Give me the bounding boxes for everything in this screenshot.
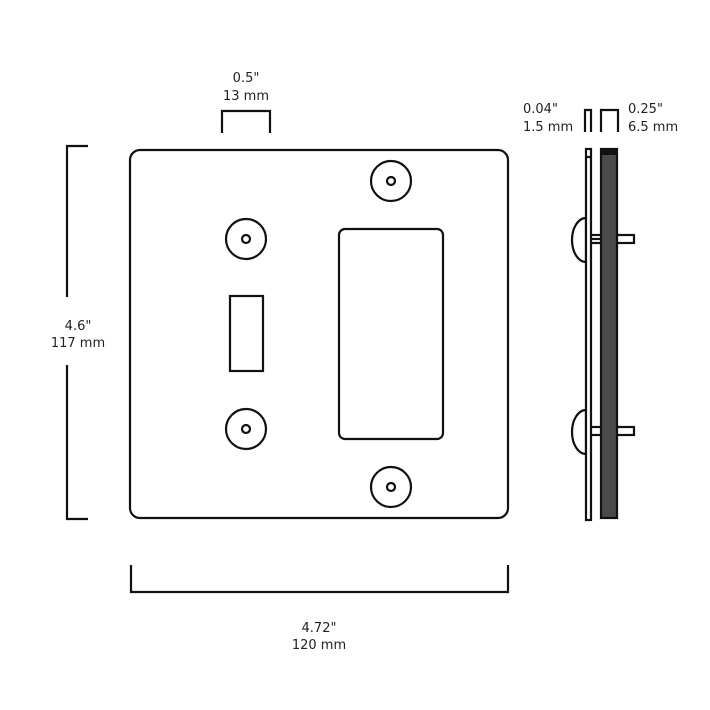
wall-plate [128, 148, 510, 520]
toggle-width-metric: 13 mm [223, 89, 269, 104]
width-imperial: 4.72" [302, 621, 337, 636]
thickness-metric: 1.5 mm [523, 120, 573, 135]
screw-icon [369, 159, 413, 203]
depth-imperial: 0.25" [628, 102, 663, 117]
toggle-width-imperial: 0.5" [233, 71, 260, 86]
height-bracket-bottom [65, 365, 88, 521]
height-metric: 117 mm [51, 336, 105, 351]
side-view [570, 147, 636, 522]
toggle-opening [228, 294, 265, 373]
toggle-width-dimension: 0.5" 13 mm [220, 71, 272, 133]
width-metric: 120 mm [292, 638, 346, 653]
thickness-bracket [583, 108, 593, 132]
height-imperial: 4.6" [65, 319, 92, 334]
backplate-top-band [601, 149, 617, 155]
screw-head-side [570, 408, 588, 456]
decora-opening [337, 227, 445, 441]
depth-bracket [599, 108, 620, 132]
plate-side [584, 147, 593, 522]
width-dimension: 4.72" 120 mm [129, 565, 510, 653]
screw-head-side [570, 216, 588, 264]
height-dimension: 4.6" 117 mm [51, 144, 105, 521]
screw-icon [224, 407, 268, 451]
width-bracket [129, 565, 510, 594]
thickness-imperial: 0.04" [523, 102, 558, 117]
toggle-width-bracket [220, 109, 272, 133]
screw-icon [369, 465, 413, 509]
height-bracket-top [65, 144, 88, 297]
backplate-side [599, 147, 619, 520]
front-view [128, 148, 510, 520]
side-dimensions: 0.04" 1.5 mm 0.25" 6.5 mm [523, 102, 678, 135]
depth-metric: 6.5 mm [628, 120, 678, 135]
screw-icon [224, 217, 268, 261]
